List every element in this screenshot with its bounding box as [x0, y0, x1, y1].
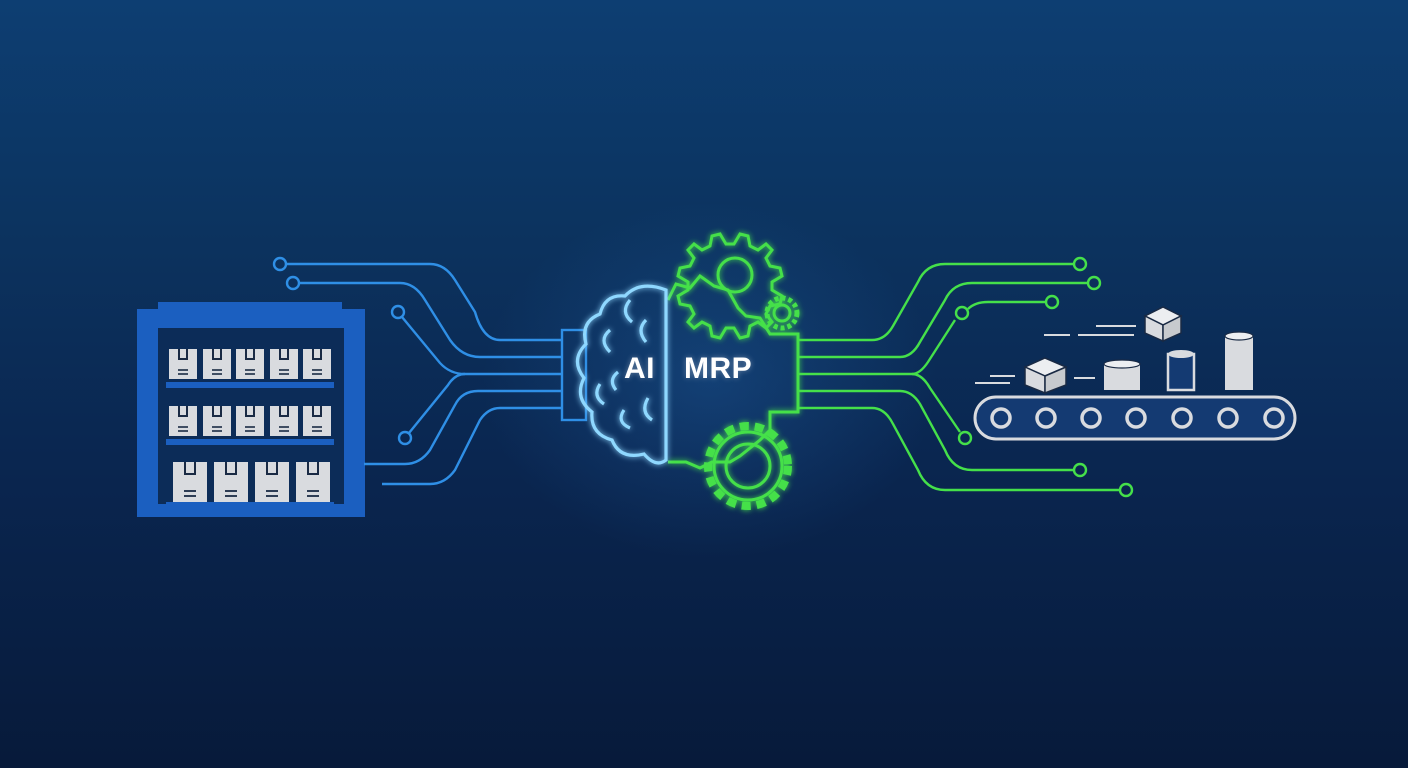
brain-connector	[560, 328, 588, 422]
center-glow	[480, 200, 940, 560]
green-circuit-lines	[798, 256, 1134, 498]
blue-circuit-lines	[272, 256, 562, 486]
mrp-label: MRP	[684, 352, 753, 385]
warehouse-shelf-icon	[137, 302, 365, 517]
ai-label: AI	[624, 352, 655, 385]
conveyor-belt-icon	[973, 306, 1297, 441]
mrp-gears-icon	[666, 232, 800, 510]
ai-brain-icon	[575, 284, 668, 465]
